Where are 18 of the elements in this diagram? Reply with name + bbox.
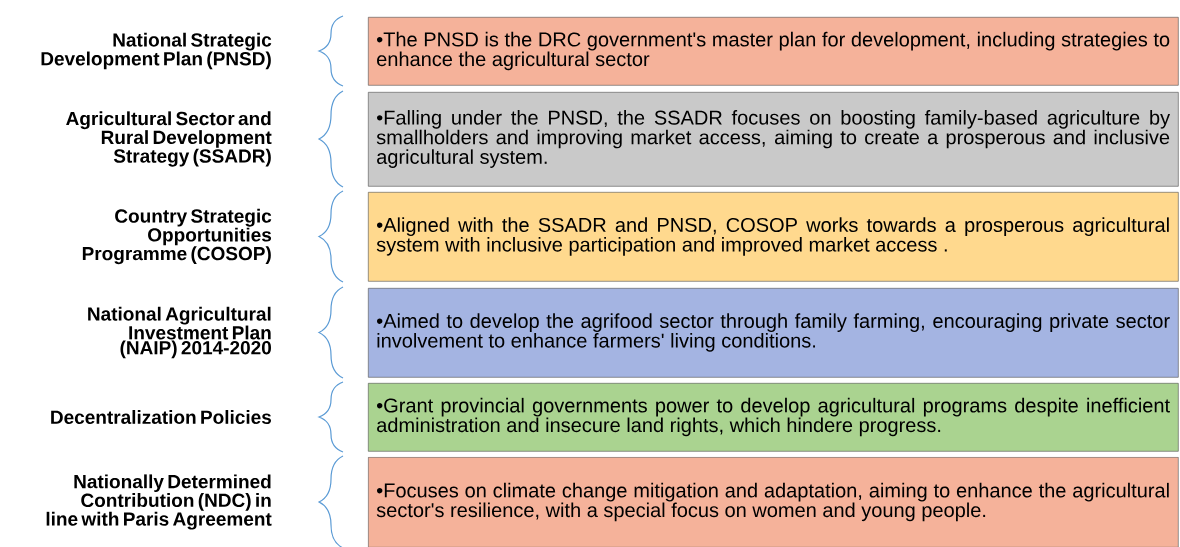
- row-heading: National Strategic Development Plan (PNSD): [41, 32, 272, 70]
- text-box: [368, 383, 1179, 452]
- text-box: [368, 17, 1179, 86]
- row-heading: Agricultural Sector and Rural Development Strategy (SSADR): [66, 111, 272, 167]
- bullet-text: •Grant provincial governments power to develop agricultural programs despite inefficient administration and insecure land rights, which hindere progress.: [377, 397, 1170, 437]
- bullet-text: •The PNSD is the DRC government's master plan for development, including strategies to enhance the agricultural sector: [377, 31, 1170, 71]
- text-box: [368, 92, 1179, 187]
- bullet-text: •Aligned with the SSADR and PNSD, COSOP works towards a prosperous agricultural system with inclusive participation and improved market access .: [376, 217, 1169, 256]
- bullet-text: •Falling under the PNSD, the SSADR focuses on boosting family-based agriculture by smallholders and improving market access, aiming to create a prosperous and inclusive agricultural system.: [376, 110, 1171, 168]
- text-box: [368, 288, 1179, 378]
- text-box: [368, 457, 1179, 547]
- bullet-text: •Aimed to develop the agrifood sector through family farming, encouraging private sector involvement to enhance farmers' living conditions.: [377, 313, 1170, 352]
- row-heading: Decentralization Policies: [51, 410, 271, 424]
- bullet-text: •Focuses on climate change mitigation and adaptation, aiming to enhance the agricultural sector's resilience, with a special focus on women and young people.: [376, 482, 1169, 522]
- row-heading: Country Strategic Opportunities Programme (COSOP): [82, 208, 272, 265]
- row-heading: National Agricultural Investment Plan (NAIP) 2014-2020: [88, 306, 271, 359]
- text-box: [368, 192, 1179, 282]
- row-heading: Nationally Determined Contribution (NDC) in line with Paris Agreement: [46, 474, 272, 530]
